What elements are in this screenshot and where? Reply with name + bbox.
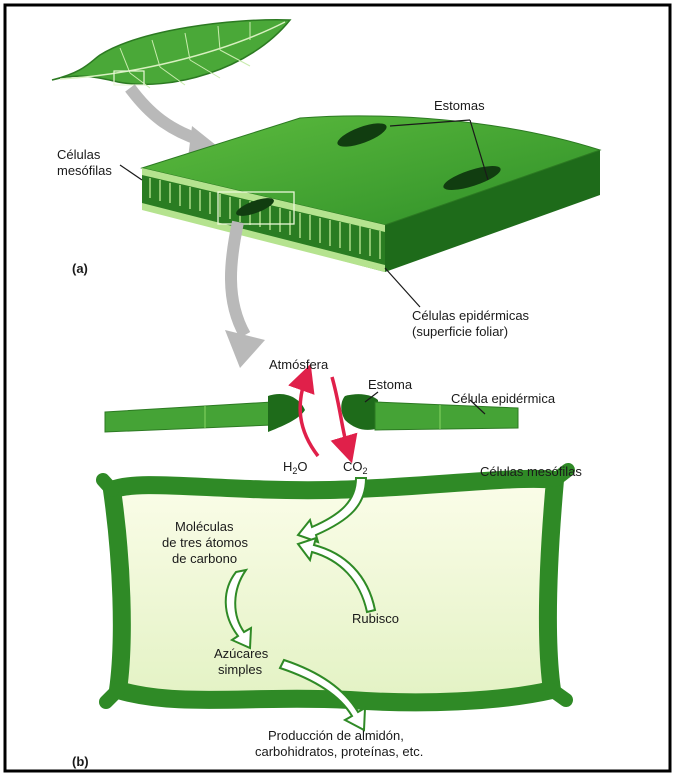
azucares-line1: Azúcares [214,646,268,661]
panel-a-label: (a) [72,261,88,276]
celulas-mesofilas-b-label: Células mesófilas [480,464,582,479]
celula-epidermica-label: Célula epidérmica [451,391,555,406]
h2o-label: H2O [283,459,308,479]
celulas-epidermicas-line2: (superficie foliar) [412,324,508,339]
atmosfera-label: Atmósfera [269,357,328,372]
celulas-mesofilas-a-line2: mesófilas [57,163,112,178]
produccion-line1: Producción de almidón, [268,728,404,743]
rubisco-label: Rubisco [352,611,399,626]
moleculas-line2: de tres átomos [162,535,248,550]
estoma-label: Estoma [368,377,412,392]
mesophyll-cell [103,470,568,702]
moleculas-line1: Moléculas [175,519,234,534]
celulas-epidermicas-line1: Células epidérmicas [412,308,529,323]
estomas-label: Estomas [434,98,485,113]
moleculas-line3: de carbono [172,551,237,566]
azucares-line2: simples [218,662,262,677]
produccion-line2: carbohidratos, proteínas, etc. [255,744,423,759]
co2-label: CO2 [343,459,368,479]
panel-b-label: (b) [72,754,89,769]
celulas-mesofilas-a-line1: Células [57,147,100,162]
